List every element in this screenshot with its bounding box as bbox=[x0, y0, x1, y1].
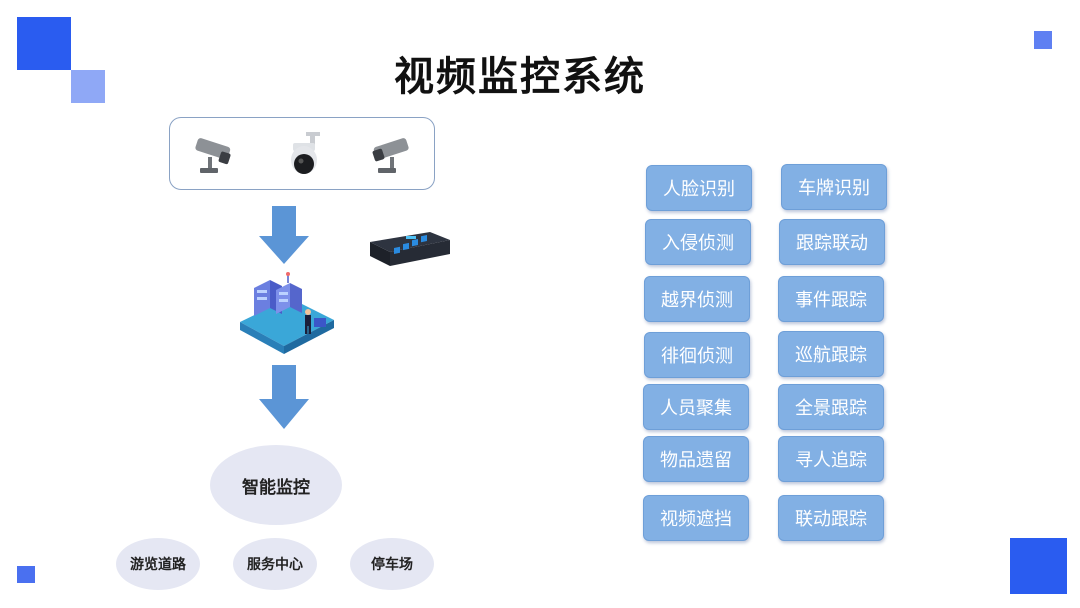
function-line-crossing-detection: 越界侦测 bbox=[644, 276, 750, 322]
decor-square-bottom-left bbox=[17, 566, 35, 583]
function-person-search: 寻人追踪 bbox=[778, 436, 884, 482]
decor-square-small bbox=[71, 70, 105, 103]
decor-square-bottom-right bbox=[1010, 538, 1067, 594]
intelligent-monitoring-node: 智能监控 bbox=[210, 445, 342, 525]
function-crowd-gathering: 人员聚集 bbox=[643, 384, 749, 430]
decor-square-top-right bbox=[1034, 31, 1052, 49]
camera-group bbox=[169, 117, 435, 190]
monitoring-server-illustration bbox=[240, 272, 334, 354]
branch-node: 游览道路 bbox=[116, 538, 200, 590]
page-title: 视频监控系统 bbox=[394, 54, 646, 100]
decor-square-large bbox=[17, 17, 71, 70]
function-loitering-detection: 徘徊侦测 bbox=[644, 332, 750, 378]
function-panorama-tracking: 全景跟踪 bbox=[778, 384, 884, 430]
function-plate-recognition: 车牌识别 bbox=[781, 164, 887, 210]
function-object-left: 物品遗留 bbox=[643, 436, 749, 482]
function-tracking-linkage: 跟踪联动 bbox=[779, 219, 885, 265]
function-linkage-tracking: 联动跟踪 bbox=[778, 495, 884, 541]
function-cruise-tracking: 巡航跟踪 bbox=[778, 331, 884, 377]
branch-node: 服务中心 bbox=[233, 538, 317, 590]
function-face-recognition: 人脸识别 bbox=[646, 165, 752, 211]
video-recorder-icon bbox=[370, 232, 450, 266]
dome-camera-icon bbox=[291, 132, 320, 174]
bullet-camera-icon bbox=[372, 138, 409, 173]
bullet-camera-icon bbox=[195, 138, 231, 173]
arrow-down-icon bbox=[259, 206, 309, 264]
function-intrusion-detection: 入侵侦测 bbox=[645, 219, 751, 265]
arrow-down-icon bbox=[259, 365, 309, 429]
function-event-tracking: 事件跟踪 bbox=[778, 276, 884, 322]
branch-node: 停车场 bbox=[350, 538, 434, 590]
function-video-occlusion: 视频遮挡 bbox=[643, 495, 749, 541]
